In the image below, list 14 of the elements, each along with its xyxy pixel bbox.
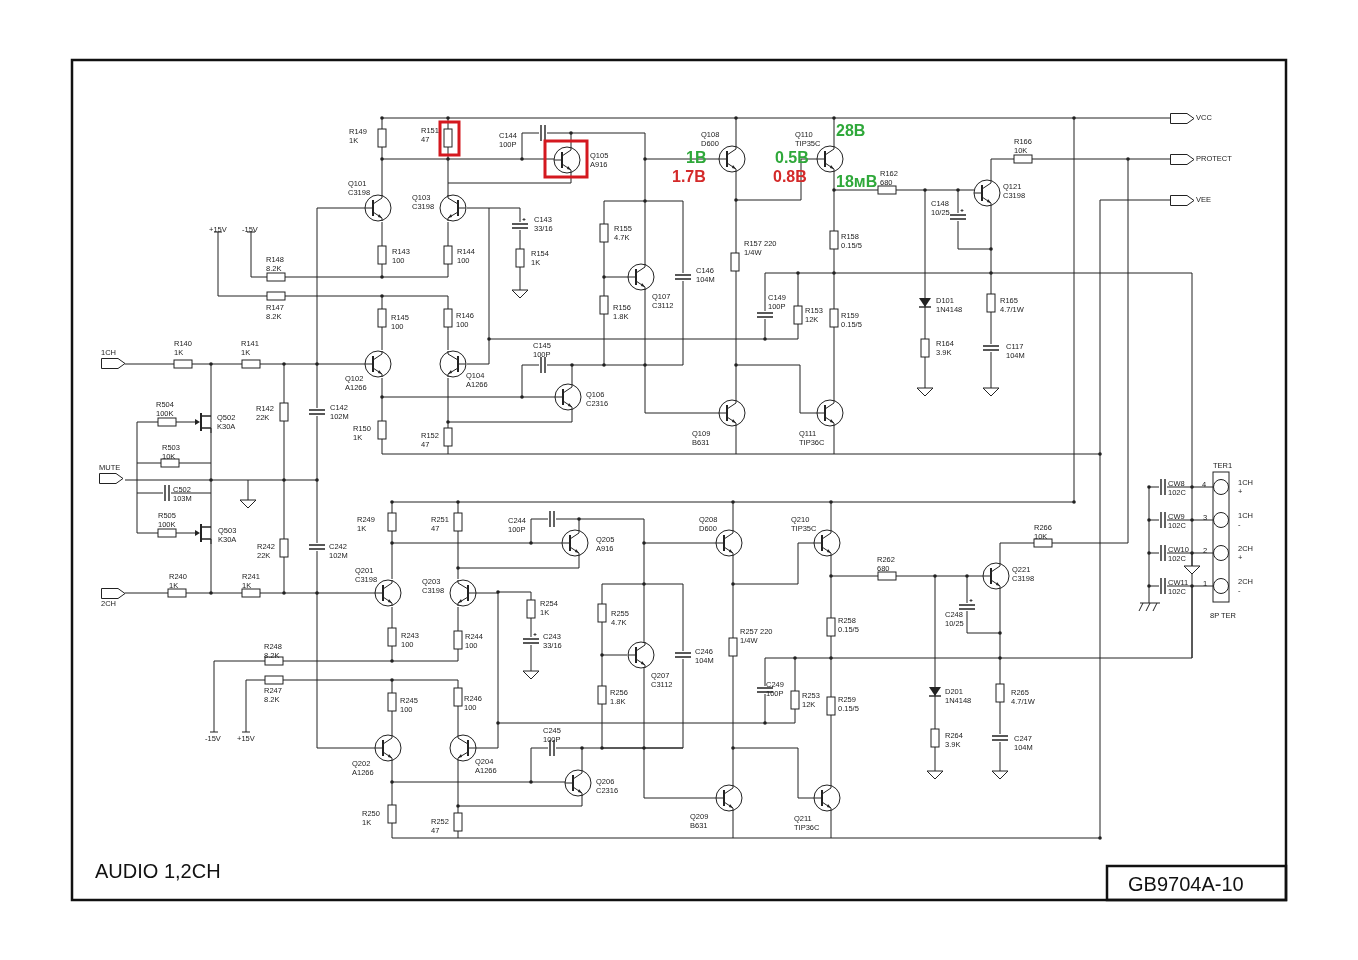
- voltage-reading: 0.5В: [775, 150, 809, 166]
- wire: [124, 592, 151, 594]
- voltage-reading: 1.7В: [672, 169, 706, 185]
- diagram-title: AUDIO 1,2CH: [95, 860, 221, 883]
- wire: [1109, 199, 1171, 201]
- voltage-reading: 1В: [686, 150, 707, 166]
- wire: [1099, 117, 1171, 119]
- drawing-number: GB9704A-10: [1128, 873, 1244, 896]
- wire: [124, 363, 151, 365]
- voltage-reading: 28В: [836, 123, 866, 139]
- wire: [1139, 158, 1171, 160]
- wire: [124, 479, 132, 481]
- voltage-reading: 0.8В: [773, 169, 807, 185]
- voltage-reading: 18мВ: [836, 174, 878, 190]
